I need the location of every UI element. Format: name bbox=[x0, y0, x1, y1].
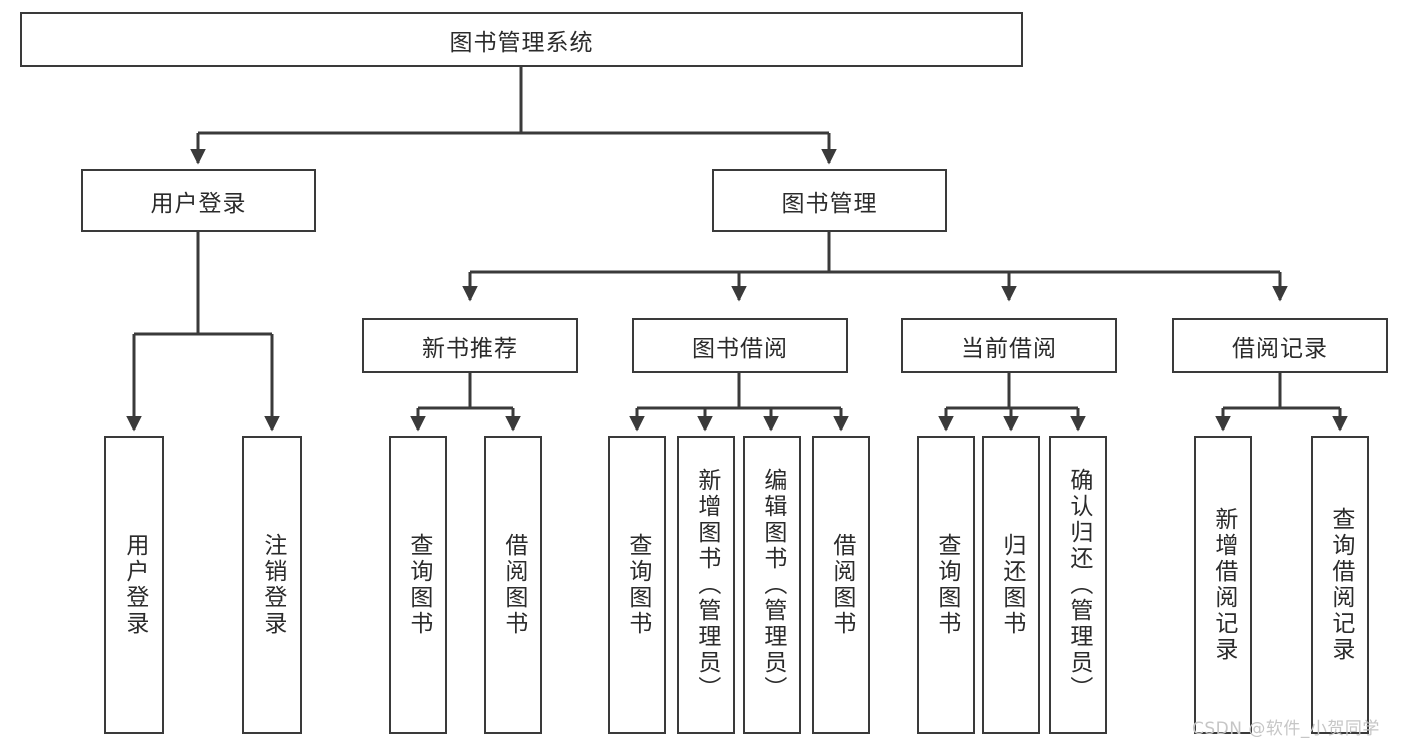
leaf-borrow-record-2-label: 查询借阅记录 bbox=[1327, 507, 1354, 663]
leaf-book-borrow-4-label: 借阅图书 bbox=[828, 533, 855, 637]
leaf-borrow-record-1[interactable]: 新增借阅记录 bbox=[1194, 436, 1252, 734]
leaf-current-borrow-2-label: 归还图书 bbox=[998, 533, 1025, 637]
leaf-book-borrow-2[interactable]: 新增图书（管理员） bbox=[677, 436, 735, 734]
node-current-borrow[interactable]: 当前借阅 bbox=[901, 318, 1117, 373]
node-root-label: 图书管理系统 bbox=[449, 29, 594, 56]
node-new-book-recommend-label: 新书推荐 bbox=[422, 335, 518, 362]
leaf-current-borrow-3[interactable]: 确认归还（管理员） bbox=[1049, 436, 1107, 734]
node-new-book-recommend[interactable]: 新书推荐 bbox=[362, 318, 578, 373]
leaf-book-borrow-3-label: 编辑图书（管理员） bbox=[759, 468, 786, 702]
node-book-borrow[interactable]: 图书借阅 bbox=[632, 318, 848, 373]
leaf-book-borrow-1-label: 查询图书 bbox=[624, 533, 651, 637]
leaf-new-book-1-label: 查询图书 bbox=[405, 533, 432, 637]
leaf-new-book-2[interactable]: 借阅图书 bbox=[484, 436, 542, 734]
leaf-user-login-2-label: 注销登录 bbox=[259, 533, 286, 637]
leaf-new-book-1[interactable]: 查询图书 bbox=[389, 436, 447, 734]
node-user-login[interactable]: 用户登录 bbox=[81, 169, 316, 232]
node-borrow-record[interactable]: 借阅记录 bbox=[1172, 318, 1388, 373]
leaf-current-borrow-3-label: 确认归还（管理员） bbox=[1065, 468, 1092, 702]
leaf-current-borrow-1[interactable]: 查询图书 bbox=[917, 436, 975, 734]
leaf-book-borrow-3[interactable]: 编辑图书（管理员） bbox=[743, 436, 801, 734]
node-book-borrow-label: 图书借阅 bbox=[692, 335, 788, 362]
leaf-current-borrow-2[interactable]: 归还图书 bbox=[982, 436, 1040, 734]
leaf-book-borrow-2-label: 新增图书（管理员） bbox=[693, 468, 720, 702]
leaf-borrow-record-1-label: 新增借阅记录 bbox=[1210, 507, 1237, 663]
node-book-manage-label: 图书管理 bbox=[781, 190, 878, 217]
leaf-user-login-1-label: 用户登录 bbox=[121, 533, 148, 637]
node-root[interactable]: 图书管理系统 bbox=[20, 12, 1023, 67]
node-book-manage[interactable]: 图书管理 bbox=[712, 169, 947, 232]
node-user-login-label: 用户登录 bbox=[150, 190, 247, 217]
watermark: CSDN @软件_小贺同学 bbox=[1192, 719, 1380, 739]
leaf-book-borrow-1[interactable]: 查询图书 bbox=[608, 436, 666, 734]
leaf-book-borrow-4[interactable]: 借阅图书 bbox=[812, 436, 870, 734]
leaf-new-book-2-label: 借阅图书 bbox=[500, 533, 527, 637]
leaf-user-login-1[interactable]: 用户登录 bbox=[104, 436, 164, 734]
node-borrow-record-label: 借阅记录 bbox=[1232, 335, 1328, 362]
node-current-borrow-label: 当前借阅 bbox=[961, 335, 1057, 362]
leaf-borrow-record-2[interactable]: 查询借阅记录 bbox=[1311, 436, 1369, 734]
leaf-user-login-2[interactable]: 注销登录 bbox=[242, 436, 302, 734]
leaf-current-borrow-1-label: 查询图书 bbox=[933, 533, 960, 637]
